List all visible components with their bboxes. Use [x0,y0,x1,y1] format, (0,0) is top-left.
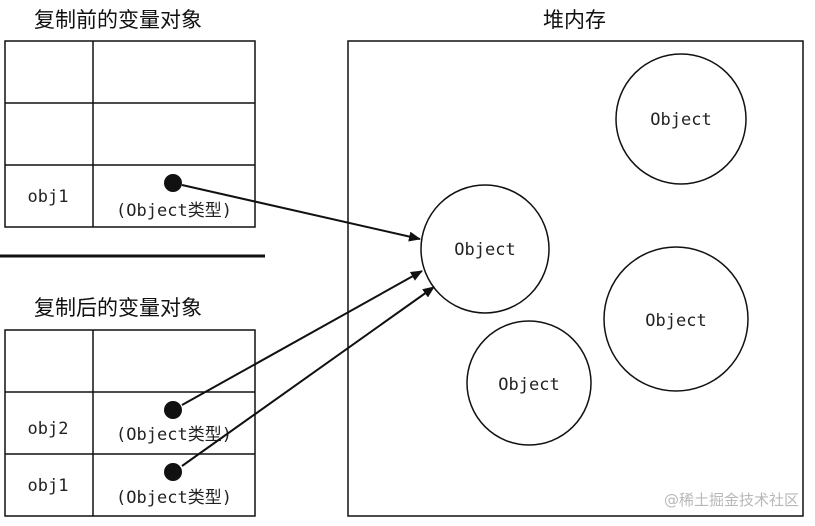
heap-object-3-label: Object [645,311,706,331]
watermark: @稀土掘金技术社区 [663,491,799,509]
heap-object-1 [615,53,747,185]
heap-object-4-label: Object [498,375,559,395]
heap-box [347,40,804,517]
after-obj1-pointer-dot [164,463,182,481]
before-copy-title: 复制前的变量对象 [34,8,202,32]
after-copy-title: 复制后的变量对象 [34,296,202,320]
heap-object-1-label: Object [650,110,711,130]
before-obj1-reference-arrow [181,184,421,242]
after-obj1-reference-arrow [181,286,435,467]
before-row-3-value: (Object类型) [116,201,232,221]
after-obj2-pointer-dot [164,401,182,419]
before-variable-table [4,40,256,228]
after-row-3-name: obj1 [28,476,69,496]
heap-object-2-label: Object [454,240,515,260]
after-row-2-value: (Object类型) [116,425,232,445]
heap-object-3 [603,246,749,392]
after-obj2-reference-arrow [181,270,423,406]
heap-object-4 [466,320,592,446]
after-row-3-value: (Object类型) [116,488,232,508]
after-row-2-name: obj2 [28,419,69,439]
heap-object-2 [420,184,550,314]
after-variable-table [4,329,256,517]
before-obj1-pointer-dot [164,174,182,192]
before-row-3-name: obj1 [28,187,69,207]
heap-title: 堆内存 [543,8,606,32]
